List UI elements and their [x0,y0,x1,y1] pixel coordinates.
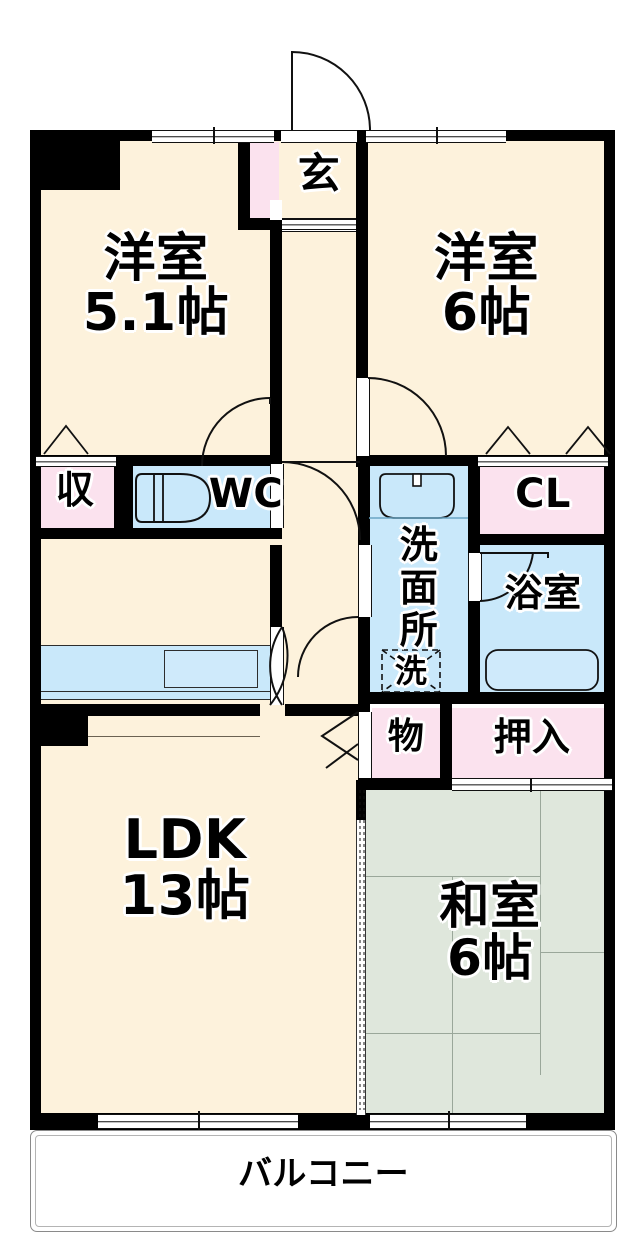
structural-pillar-top-left [30,130,120,190]
tatami-seam [452,1033,454,1115]
closet-sho-right-wall [114,455,133,539]
bathroom-floor [478,545,608,692]
kitchen-sink-basin [164,650,258,688]
entrance-wall-left [238,137,250,229]
tatami-seam [366,1033,541,1035]
tatami-seam [540,790,542,1075]
bedroom-right-floor [358,137,615,467]
closet-cl-floor [478,464,608,534]
partition-corridor-left [270,218,282,466]
partition-ldk-washitsu [356,780,366,825]
door-ldk[interactable] [270,627,284,705]
partition-bedroom-left-bottom [30,455,282,466]
washitsu-ldk-sliding-track [356,820,366,1115]
window-mullion [213,127,215,144]
balcony-inner-outline [35,1135,612,1227]
ldk-floor [30,455,360,1115]
door-bathroom[interactable] [468,553,482,601]
oshiire-door[interactable] [452,778,612,791]
exterior-wall-right [604,130,615,1130]
wc-floor [133,464,281,528]
window-mullion [198,1111,200,1131]
closet-sho-door[interactable] [36,456,116,467]
ldk-upper-ledge-wall [30,704,160,716]
washroom-right-wall [468,455,480,555]
ldk-kitchen-return-wall [160,704,260,716]
ldk-kitchen-return-wall-2 [285,704,361,716]
closet-cl-door[interactable] [478,456,608,467]
oshiire-door-mullion [530,778,532,792]
wc-bottom-wall [114,528,282,539]
closet-sho-bottom-wall [30,528,124,539]
ldk-counter-edge-line [88,736,260,738]
tatami-seam [452,876,454,1034]
entrance-shoebox-door[interactable] [282,219,356,230]
washroom-floor [369,464,469,692]
bathroom-bottom-wall [468,692,615,704]
exterior-wall-left [30,130,41,1130]
closet-sho-floor [36,464,114,528]
door-washroom[interactable] [358,545,372,617]
tatami-seam [366,876,541,878]
tatami-seam [540,952,615,954]
entrance-wall-bottom [238,218,282,230]
oshiire-floor [452,708,612,778]
washroom-bottom-wall [358,692,480,704]
entrance-door-opening[interactable] [281,130,357,143]
kitchen-counter-lip [40,692,280,700]
door-bedroom-right[interactable] [356,378,370,456]
window-mullion [436,127,438,144]
door-bedroom-left[interactable] [270,200,282,220]
storage-row-bottom-wall [358,778,458,790]
storage-mono-right-wall [440,704,452,784]
door-wc[interactable] [270,464,284,528]
ldk-hall-stub-wall [270,597,282,627]
washroom-right-wall-lower [468,600,480,703]
cl-bathroom-divider-wall [478,534,615,545]
wc-corridor-stub [270,545,282,597]
window-mullion [448,1111,450,1131]
entrance-door-swing [291,50,371,131]
balcony: バルコニー [30,1130,617,1232]
door-corridor-to-storage[interactable] [358,712,372,778]
storage-mono-floor [372,708,440,778]
